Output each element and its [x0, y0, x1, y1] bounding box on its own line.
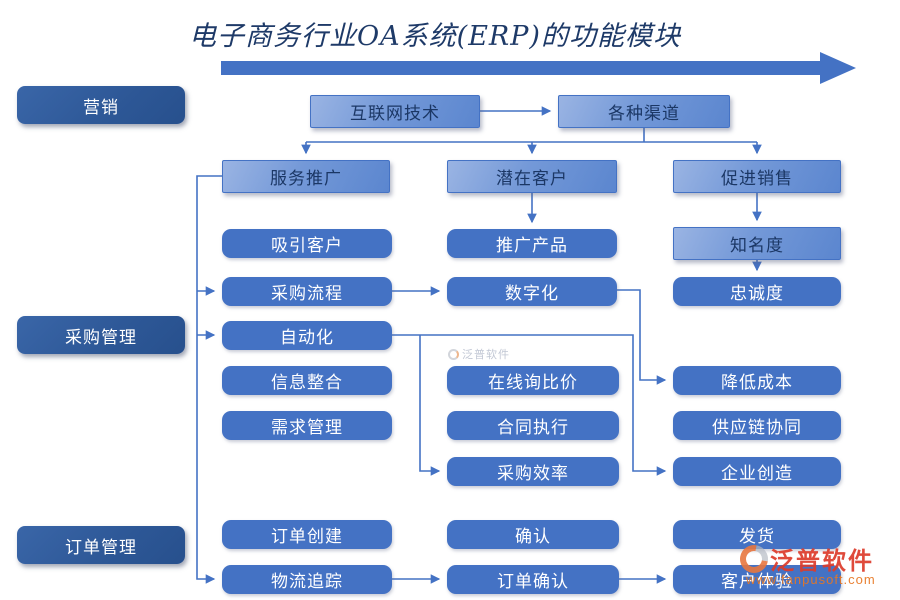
node-logistics-tracking: 物流追踪 [222, 565, 392, 594]
watermark-corner: 泛普软件 www.fanpusoft.com [734, 539, 896, 587]
node-supply-chain-collab: 供应链协同 [673, 411, 841, 440]
header-arrow [221, 52, 856, 84]
section-label-procurement: 采购管理 [17, 316, 185, 354]
node-procurement-efficiency: 采购效率 [447, 457, 619, 486]
node-sales-promotion: 促进销售 [673, 160, 841, 193]
node-attract-customers: 吸引客户 [222, 229, 392, 258]
edge-channels-trunk [306, 128, 757, 143]
edge-automation-enterprise [392, 334, 667, 476]
diagram-title: 电子商务行业OA系统(ERP)的功能模块 [189, 21, 681, 52]
node-demand-management: 需求管理 [222, 411, 392, 440]
node-contract-execution: 合同执行 [447, 411, 619, 440]
watermark-url-text: www.fanpusoft.com [746, 572, 876, 587]
node-potential-customers: 潜在客户 [447, 160, 617, 193]
node-shipping: 发货 [673, 520, 841, 549]
node-service-promotion: 服务推广 [222, 160, 390, 193]
node-order-confirmation: 订单确认 [447, 565, 619, 594]
node-internet-tech: 互联网技术 [310, 95, 480, 128]
node-enterprise-creation: 企业创造 [673, 457, 841, 486]
node-cost-reduction: 降低成本 [673, 366, 841, 395]
section-label-orders: 订单管理 [17, 526, 185, 564]
node-confirmation: 确认 [447, 520, 619, 549]
node-procurement-process: 采购流程 [222, 277, 392, 306]
node-digitalization: 数字化 [447, 277, 617, 306]
node-channels: 各种渠道 [558, 95, 730, 128]
section-label-marketing: 营销 [17, 86, 185, 124]
fanpu-logo-icon [448, 348, 459, 360]
node-order-creation: 订单创建 [222, 520, 392, 549]
node-automation: 自动化 [222, 321, 392, 350]
node-loyalty: 忠诚度 [673, 277, 841, 306]
node-online-inquiry: 在线询比价 [447, 366, 619, 395]
watermark-center: 泛普软件 [448, 346, 510, 362]
edge-spine-logistics [196, 175, 222, 584]
watermark-center-text: 泛普软件 [462, 349, 510, 361]
edge-digital-costreduction [617, 289, 667, 385]
node-info-integration: 信息整合 [222, 366, 392, 395]
edge-automation-efficiency [419, 335, 441, 476]
node-awareness: 知名度 [673, 227, 841, 260]
node-promote-products: 推广产品 [447, 229, 617, 258]
node-customer-experience: 客户体验 [673, 565, 841, 594]
watermark-brand-text: 泛普软件 [770, 548, 874, 575]
